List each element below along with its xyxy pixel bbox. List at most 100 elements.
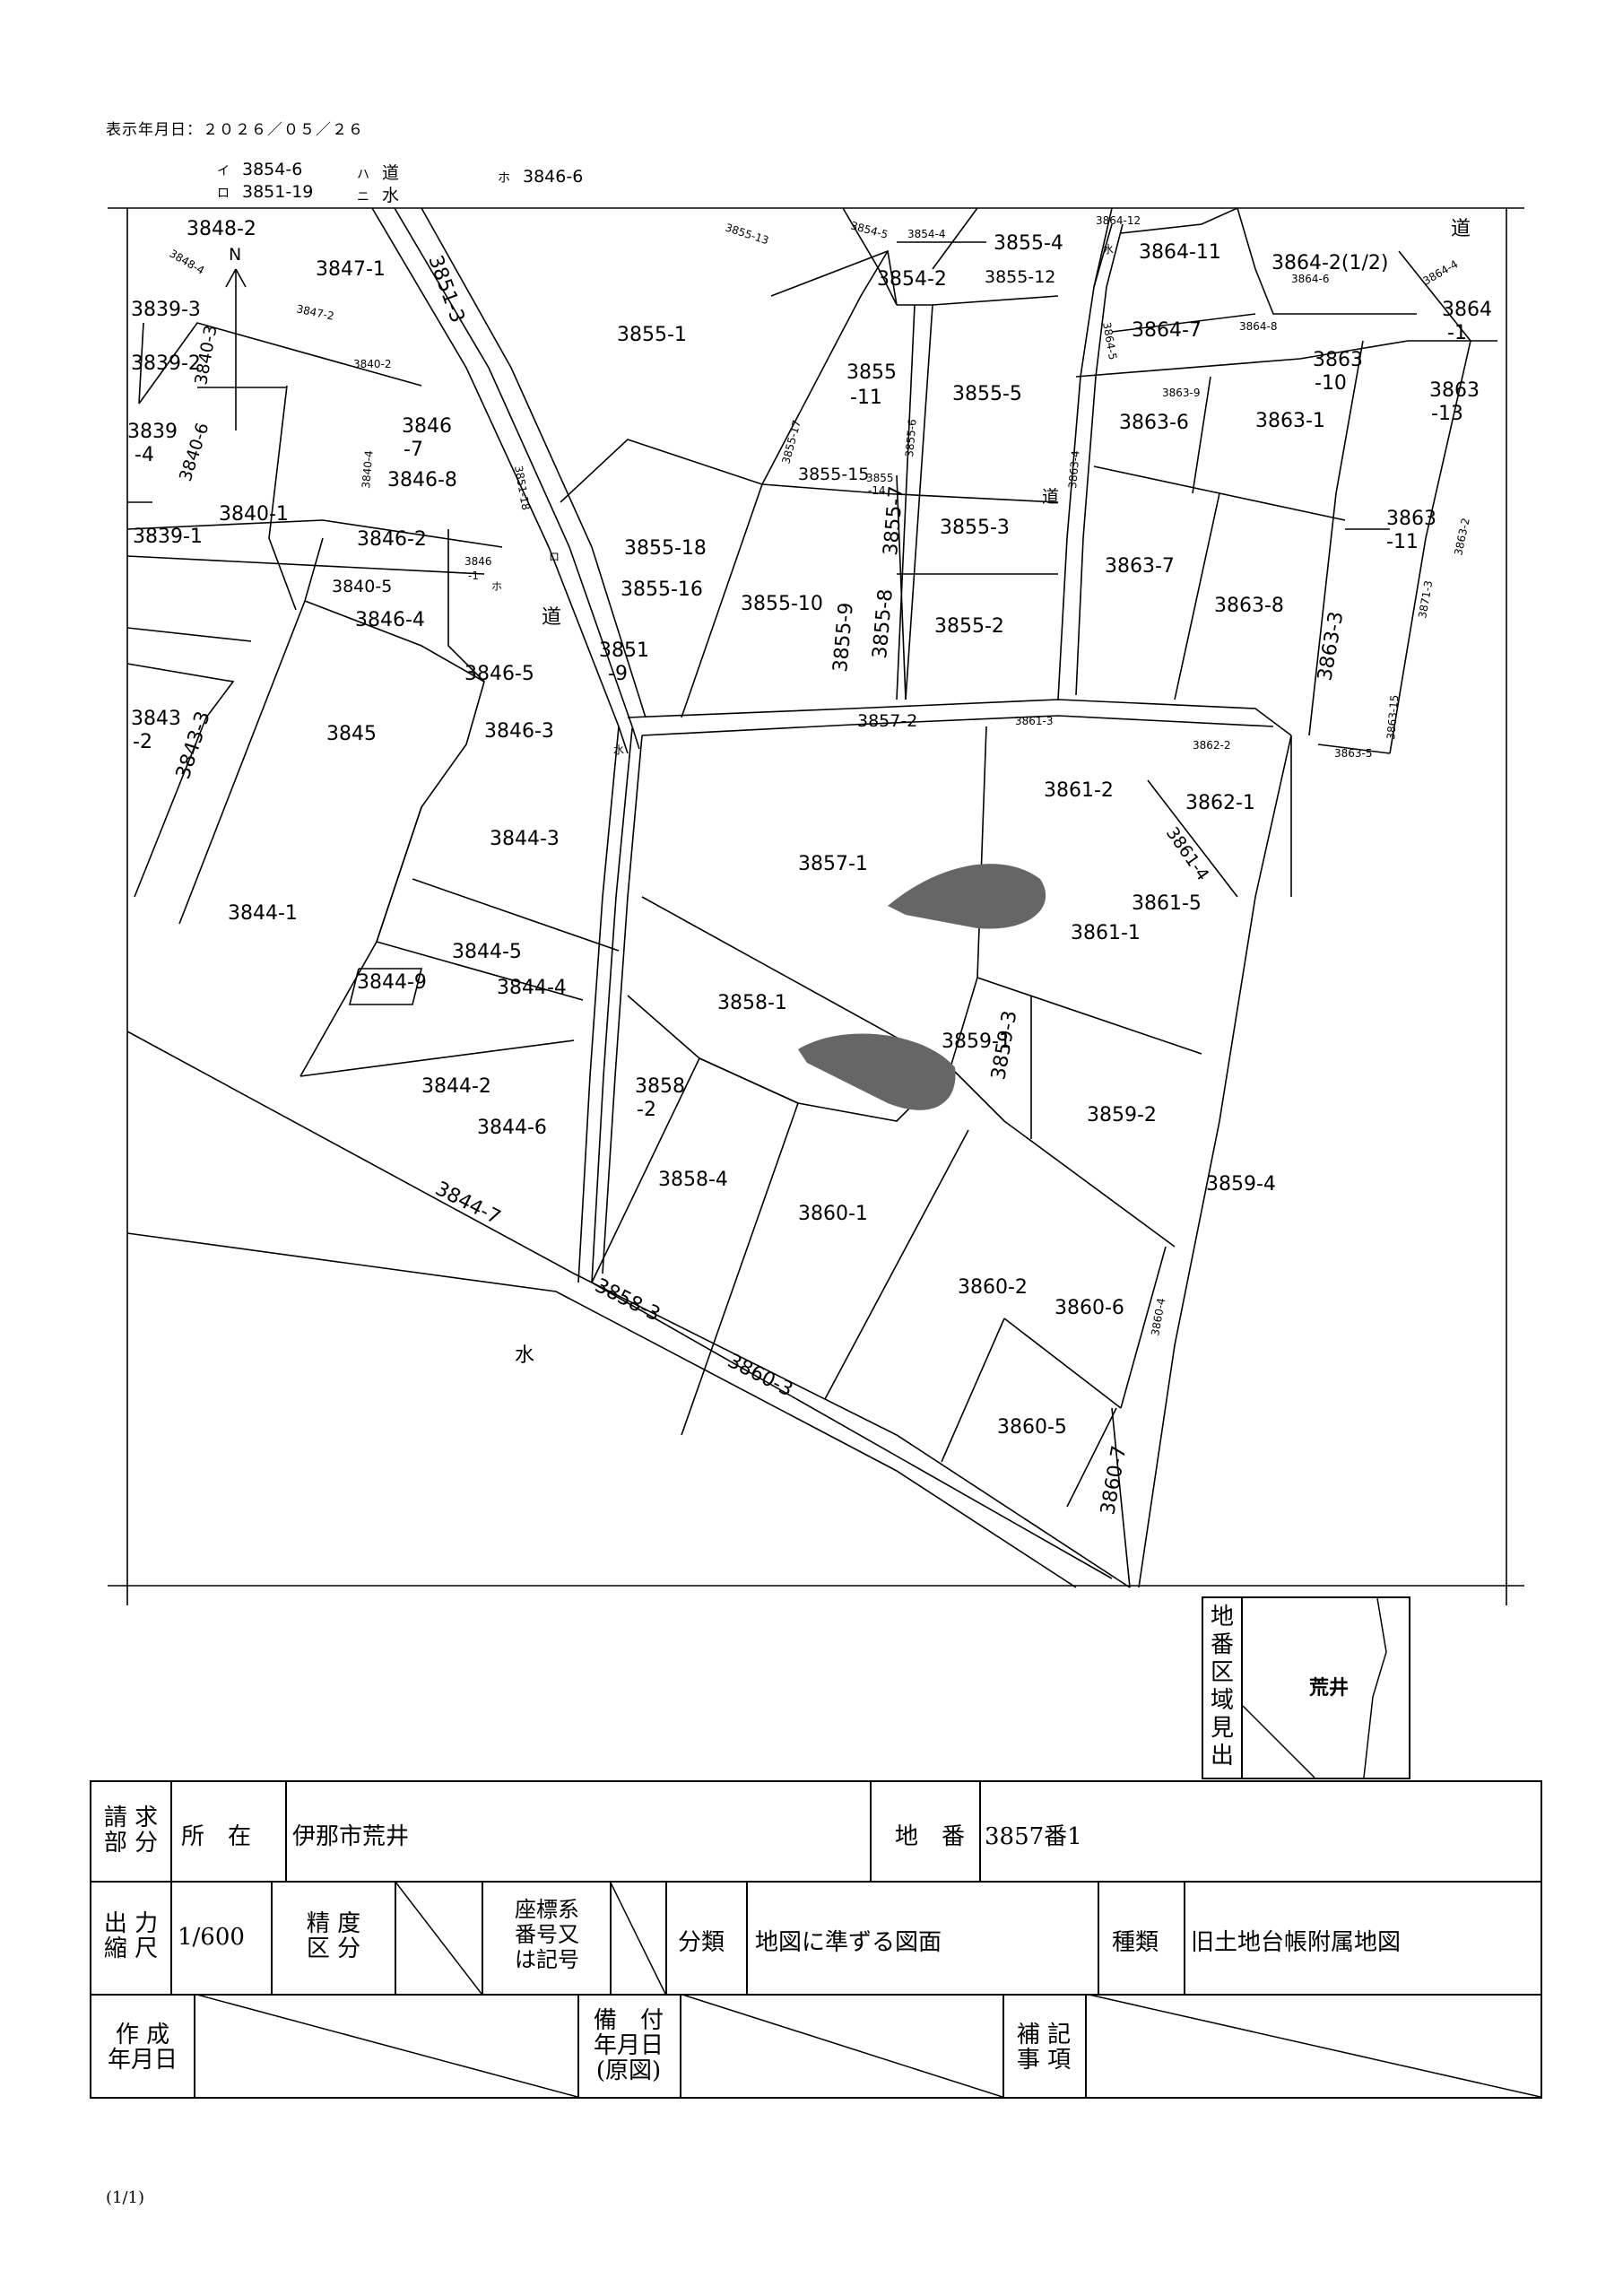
lot-label: 3860-1 [798, 1203, 868, 1225]
lot-label: 3855-17 [779, 419, 803, 465]
lot-label: 3860-7 [1097, 1444, 1131, 1517]
lot-label: 3857-1 [798, 853, 868, 875]
lot-label: 3840-4 [360, 450, 376, 490]
lot-label: 3858-3 [591, 1274, 664, 1326]
lot-label: 3846-4 [355, 609, 425, 631]
lot-label: 3855-16 [621, 578, 703, 601]
legend-item: ニ水 [357, 186, 400, 205]
lot-label: 3855-12 [985, 267, 1055, 287]
lot-label: 3862-2 [1193, 739, 1231, 752]
lot-label: 3854-5 [849, 219, 890, 241]
category-value: 地図に準ずる図面 [755, 1929, 942, 1956]
lot-label: 3863 [1313, 349, 1363, 371]
lot-label: -4 [135, 444, 154, 466]
lot-label: 3861-5 [1132, 892, 1202, 915]
lot-label: -11 [1386, 531, 1419, 553]
scale-value: 1/600 [178, 1924, 245, 1951]
lot-label: 3864-7 [1132, 319, 1202, 342]
provided-date-label: 備 付 年月日 (原図) [593, 2007, 664, 2084]
lot-label: 3861-1 [1071, 922, 1141, 944]
lot-label: 3844-7 [431, 1178, 504, 1230]
lot-label: -11 [850, 387, 882, 409]
lot-label: 3858 [635, 1075, 685, 1098]
lot-label: 3846 [402, 415, 452, 438]
lot-label: 3864-4 [1421, 257, 1461, 287]
lot-label: 3864-12 [1096, 214, 1141, 227]
lot-label: 3843 [131, 708, 181, 730]
lot-label: 3855-13 [724, 222, 770, 248]
lot-label: 3839-2 [131, 352, 201, 375]
lot-label: 道 [542, 606, 561, 629]
lot-label: 3840-1 [219, 503, 289, 526]
lot-label: 3863 [1386, 508, 1436, 530]
requester-label: 請 求 部 分 [103, 1805, 159, 1857]
parcel-boundaries [108, 207, 1524, 1605]
lot-label: 3846-8 [387, 469, 457, 491]
lot-label: 3855-4 [994, 232, 1063, 255]
lot-label: 3855-10 [741, 593, 823, 615]
lot-label: 3858-1 [717, 992, 787, 1014]
lot-label: 3844-3 [490, 828, 560, 850]
lot-label: -1 [1447, 322, 1467, 344]
lot-label: 3863-1 [1255, 410, 1325, 432]
lot-label: 3855-8 [869, 588, 898, 660]
lot-label: 3863-7 [1105, 555, 1175, 578]
lot-label: 3860-6 [1055, 1297, 1124, 1319]
lot-label: 3839 [127, 421, 178, 443]
blank-cell-slash [680, 1994, 1002, 2097]
lot-label: 3863-2 [1452, 517, 1472, 556]
lot-label: 3860-4 [1149, 1297, 1167, 1336]
lot-label: 3844-1 [228, 902, 298, 925]
lot-label: 3862-1 [1185, 792, 1255, 814]
location-label: 所 在 [181, 1823, 252, 1850]
lot-label: 3844-9 [357, 971, 427, 994]
seal-mark-icon [798, 864, 1046, 1110]
blank-cell-slash [1085, 1994, 1541, 2097]
lot-label: -13 [1431, 403, 1463, 425]
lot-label: 3855-3 [940, 517, 1010, 539]
lot-label: 3854-4 [907, 228, 946, 240]
lot-label: 3851-3 [423, 253, 468, 326]
lot-label: 3864-6 [1291, 273, 1330, 285]
scale-label: 出 力 縮 尺 [103, 1910, 159, 1962]
created-date-label: 作 成 年月日 [107, 2022, 178, 2074]
lot-label: 3855-2 [934, 615, 1004, 638]
lot-label: -9 [608, 663, 628, 685]
lot-label: 道 [1042, 487, 1059, 507]
lot-label: 3864-8 [1239, 320, 1278, 333]
lot-label: 3845 [326, 723, 377, 745]
lot-label: -7 [404, 439, 423, 461]
lot-label: 水 [1103, 243, 1114, 256]
lot-label: 3863-5 [1334, 747, 1373, 760]
lot-label: 3855 [846, 361, 897, 384]
lot-label: 水 [613, 744, 624, 756]
lot-label: 3854-2 [877, 268, 947, 291]
lot-label: 3846-5 [464, 663, 534, 685]
lot-label: -1 [468, 570, 479, 582]
north-arrow-icon [197, 268, 287, 430]
lot-label: 3840-5 [332, 577, 392, 596]
cadastral-map: N 3848-2 3847-1 3851-3 3855-13 3854-5 38… [108, 207, 1524, 1605]
lot-label: 3846-3 [484, 720, 554, 743]
lot-label: 3863-6 [1119, 412, 1189, 434]
north-mark: N [229, 245, 241, 265]
lot-label: 3864-5 [1100, 321, 1119, 361]
lot-label: 3859-4 [1206, 1173, 1276, 1196]
lot-label: 3857-2 [857, 711, 917, 731]
lot-label: 3859-3 [987, 1009, 1021, 1082]
lot-label: 3861-3 [1015, 715, 1054, 727]
lot-label: 3861-2 [1044, 779, 1114, 802]
coordinate-system-label: 座標系 番号又 は記号 [515, 1897, 579, 1972]
lot-label: ロ [549, 551, 560, 563]
lot-label: -2 [133, 731, 152, 753]
lot-label: 3871-3 [1416, 579, 1435, 619]
lot-label: 3863-8 [1214, 595, 1284, 617]
lot-label: 3840-3 [191, 324, 221, 387]
lot-label: 3855 [866, 472, 894, 484]
category-label: 分類 [678, 1929, 725, 1956]
lot-label: 3844-6 [477, 1117, 547, 1139]
lot-labels: 3848-2 3847-1 3851-3 3855-13 3854-5 3854… [127, 214, 1492, 1517]
lot-label: 3855-18 [624, 537, 707, 560]
